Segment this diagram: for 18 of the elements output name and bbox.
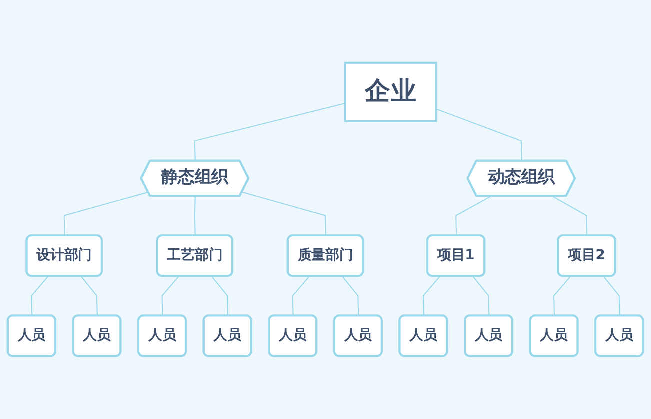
connector (422, 276, 441, 317)
connector (456, 196, 492, 236)
connector (342, 276, 360, 317)
connector (472, 276, 490, 317)
connector (436, 108, 522, 162)
connector (194, 102, 346, 162)
connector (292, 276, 310, 317)
connector (242, 192, 326, 236)
connector (194, 196, 196, 236)
connector (552, 196, 588, 236)
connector (31, 276, 49, 317)
connector (603, 276, 620, 317)
connector (554, 276, 572, 317)
connector (162, 276, 180, 317)
connector (64, 192, 149, 236)
node-box: 企业 (344, 62, 438, 122)
connector (80, 276, 98, 317)
connector (211, 276, 229, 317)
